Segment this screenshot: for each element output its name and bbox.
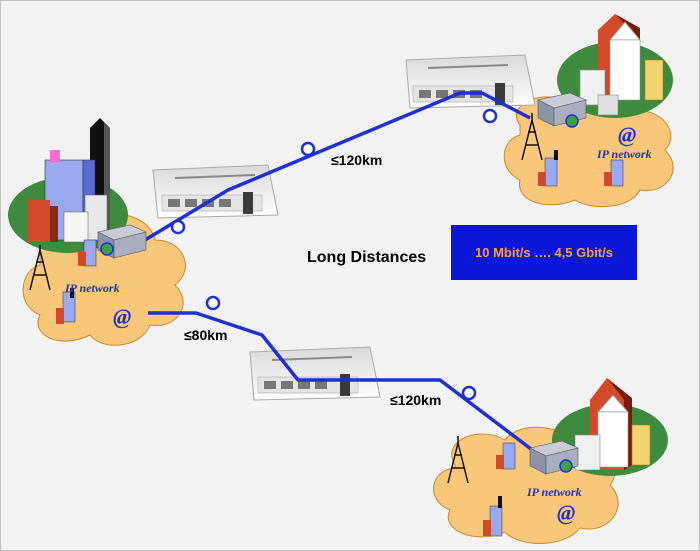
small-building-top-right-2-icon <box>604 159 624 187</box>
globe-bottom-right-icon <box>559 459 573 473</box>
at-symbol-left: @ <box>113 304 132 329</box>
ip-network-label-left: IP network <box>65 281 120 295</box>
equipment-board-2-icon <box>405 54 536 109</box>
small-building-left-2-icon <box>56 288 76 324</box>
link-node-2-icon <box>300 141 316 157</box>
link-node-5-icon <box>461 385 477 401</box>
link-bottom <box>148 311 537 454</box>
small-building-left-1-icon <box>78 239 97 267</box>
at-symbol-bottom-right: @ <box>557 500 576 525</box>
distance-label-top: ≤120km <box>331 152 383 168</box>
cell-tower-left-icon <box>29 245 51 291</box>
building-cluster-top-right-icon <box>579 14 664 116</box>
distance-label-bottom-left: ≤80km <box>184 327 228 343</box>
small-building-bottom-right-1-icon <box>496 442 516 470</box>
globe-top-right-icon <box>565 114 579 128</box>
cell-tower-bottom-right-icon <box>447 436 469 484</box>
link-node-4-icon <box>205 295 221 311</box>
link-node-1-icon <box>170 219 186 235</box>
server-top-right-icon <box>537 92 587 127</box>
speed-box: 10 Mbit/s …. 4,5 Gbit/s <box>451 225 637 280</box>
small-building-bottom-right-2-icon <box>483 496 503 537</box>
equipment-board-3-icon <box>249 346 381 401</box>
ip-network-label-bottom-right: IP network <box>527 485 582 499</box>
globe-left-icon <box>100 242 114 256</box>
link-node-3-icon <box>482 108 498 124</box>
at-symbol-top-right: @ <box>618 122 637 147</box>
link-top <box>119 91 531 257</box>
building-cluster-left-icon <box>28 118 110 243</box>
building-cluster-bottom-right-icon <box>574 378 651 471</box>
speed-label: 10 Mbit/s …. 4,5 Gbit/s <box>475 245 613 260</box>
diagram-title: Long Distances <box>307 249 427 266</box>
cell-tower-top-right-icon <box>521 113 543 161</box>
ip-network-label-top-right: IP network <box>597 147 652 161</box>
distance-label-bottom-right: ≤120km <box>390 392 442 408</box>
small-building-top-right-1-icon <box>538 150 558 187</box>
equipment-board-1-icon <box>152 164 279 219</box>
